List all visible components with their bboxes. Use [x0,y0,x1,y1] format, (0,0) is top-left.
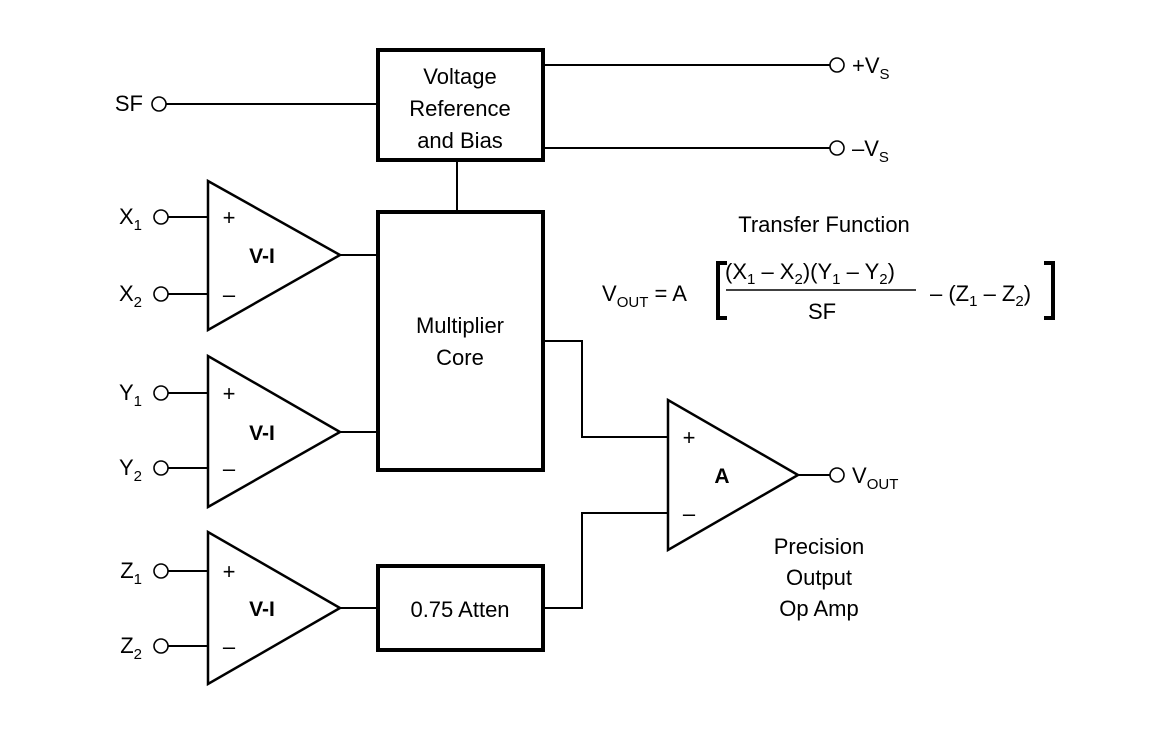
z1-pin-label: Z1 [120,558,142,588]
vi-z-plus: + [223,559,236,584]
pos-supply-terminal[interactable] [829,57,845,73]
op-amp-gain-label: A [714,465,729,488]
transfer-function-lhs: VOUT = A [602,281,687,311]
op-amp-caption-line1: Precision [774,534,864,559]
atten-to-opamp-wire [543,512,668,609]
reference-line2: Reference [409,96,511,121]
sf-pin-label: SF [115,91,143,116]
reference-line3: and Bias [417,128,503,153]
vi-x-triangle [206,178,343,333]
op-amp-caption-line3: Op Amp [779,596,858,621]
terminals [151,57,845,654]
transfer-function-title: Transfer Function [738,212,910,237]
z2-terminal[interactable] [153,638,169,654]
attenuator-label: 0.75 Atten [410,597,509,622]
vi-y-label: V-I [249,422,275,445]
vi-x-minus: – [223,282,236,307]
neg-supply-terminal[interactable] [829,140,845,156]
z2-pin-label: Z2 [120,633,142,663]
y2-terminal[interactable] [153,460,169,476]
reference-line1: Voltage [423,64,496,89]
transfer-function-numerator: (X1 – X2)(Y1 – Y2) [725,259,895,288]
core-to-opamp-wire [543,340,668,438]
wires [166,64,830,647]
x1-terminal[interactable] [153,209,169,225]
transfer-function-denominator: SF [808,299,836,324]
vi-converter-y: V-I + – [206,353,343,510]
transfer-function-tail: – (Z1 – Z2) [930,281,1031,310]
vi-x-label: V-I [249,245,275,268]
z1-terminal[interactable] [153,563,169,579]
transfer-function-left-bracket [716,261,727,320]
vi-converter-x: V-I + – [206,178,343,333]
vi-converter-z: V-I + – [206,529,343,687]
vi-y-minus: – [223,456,236,481]
multiplier-core-block [376,210,545,472]
y1-pin-label: Y1 [119,380,142,410]
voltage-reference-block [376,48,545,162]
multiplier-line2: Core [436,345,484,370]
op-amp-triangle [666,397,801,553]
vout-terminal[interactable] [829,467,845,483]
op-amp-plus: + [683,425,696,450]
vi-y-triangle [206,353,343,510]
pos-supply-label: +VS [852,53,890,83]
sf-terminal[interactable] [151,96,167,112]
neg-supply-label: –VS [852,136,889,166]
vi-x-plus: + [223,205,236,230]
vi-z-triangle [206,529,343,687]
vi-z-label: V-I [249,598,275,621]
x2-pin-label: X2 [119,281,142,311]
op-amp-caption-line2: Output [786,565,852,590]
output-op-amp: A + – [666,397,801,553]
transfer-function-right-bracket [1044,261,1055,320]
x1-pin-label: X1 [119,204,142,234]
attenuator-block [376,564,545,652]
x2-terminal[interactable] [153,286,169,302]
vi-y-plus: + [223,381,236,406]
op-amp-minus: – [683,501,696,526]
vout-label: VOUT [852,463,898,493]
multiplier-line1: Multiplier [416,313,504,338]
y1-terminal[interactable] [153,385,169,401]
y2-pin-label: Y2 [119,455,142,485]
vi-z-minus: – [223,634,236,659]
